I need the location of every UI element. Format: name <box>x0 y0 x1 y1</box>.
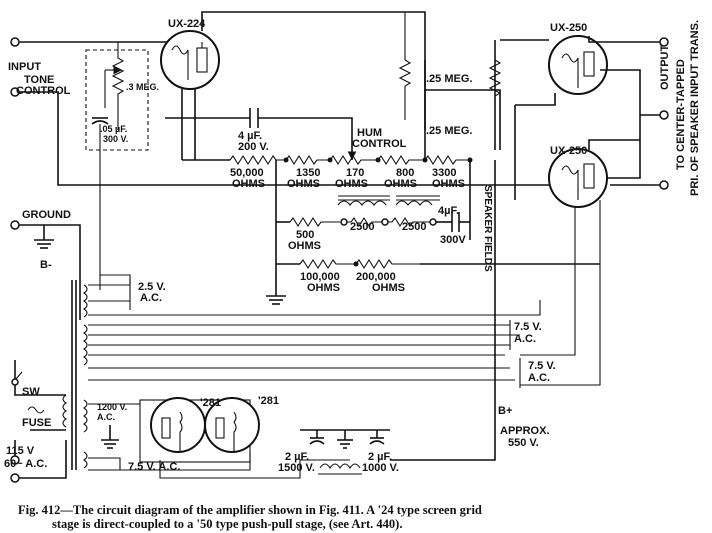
winding-25v-label-2: A.C. <box>140 292 162 304</box>
resistor-50000-label-2: OHMS <box>232 178 265 190</box>
switch-label: SW <box>22 386 40 398</box>
resistor-100000-label-1: 100,000 <box>300 271 340 283</box>
tube-281-left-label: '281 <box>200 397 221 409</box>
b-plus-approx-1: APPROX. <box>500 425 550 437</box>
tone-pot-value: .3 MEG. <box>126 82 159 92</box>
winding-25v-label-1: 2.5 V. <box>138 281 166 293</box>
filter-choke-icon <box>318 463 362 475</box>
fuse-icon <box>27 406 45 414</box>
field-2500-b-label: 2500 <box>402 221 426 233</box>
resistor-500-label-1: 500 <box>296 229 314 241</box>
tube-ux224-envelope <box>160 30 220 90</box>
output-pri-label: PRI. OF SPEAKER INPUT TRANS. <box>689 20 701 196</box>
hum-control-label-1: HUM <box>357 127 382 139</box>
filter-cap-b-label-2: 1000 V. <box>362 462 399 474</box>
resistor-3300 <box>424 154 470 166</box>
tone-control-box <box>85 49 149 151</box>
earth-ground-icon <box>34 225 54 249</box>
tone-cap-value-2: 300 V. <box>103 134 128 144</box>
tube-ux250-bottom-label: UX-250 <box>550 145 587 157</box>
input-terminal-top <box>10 37 20 47</box>
resistor-50000-label-1: 50,000 <box>230 167 264 179</box>
winding-1200v-label-1: 1200 V. <box>97 402 127 412</box>
output-terminal-2 <box>659 110 669 120</box>
winding-1200v-label-2: A.C. <box>97 412 115 422</box>
tube-ux224: UX-224 <box>160 18 220 90</box>
mains-label-2: 60~ A.C. <box>4 458 47 470</box>
winding-75v-c-label: 7.5 V. A.C. <box>128 461 180 473</box>
tone-cap-value-1: .05 µF. <box>100 124 127 134</box>
amplifier-schematic: INPUT TONE CONTROL .3 MEG. .05 µF. 300 V… <box>4 11 701 483</box>
tone-pot-resistor <box>111 42 125 130</box>
resistor-3300-label-1: 3300 <box>432 167 456 179</box>
resistor-800 <box>377 154 425 166</box>
output-to-label: TO CENTER-TAPPED <box>675 59 687 170</box>
resistor-800-label-1: 800 <box>396 167 414 179</box>
filter-cap-a-label-2: 1500 V. <box>278 462 315 474</box>
resistor-1350-label-2: OHMS <box>287 178 320 190</box>
field-cap-label-1: 4µF. <box>438 205 459 217</box>
field-2500-a-label: 2500 <box>350 221 374 233</box>
resistor-170 <box>329 154 378 166</box>
resistor-200000-label-2: OHMS <box>372 282 405 294</box>
winding-75v-a-label-1: 7.5 V. <box>514 321 542 333</box>
winding-75v-b-label-2: A.C. <box>528 372 550 384</box>
mains-label-1: 115 V <box>6 445 35 457</box>
resistor-3300-label-2: OHMS <box>432 178 465 190</box>
output-terminal-1 <box>659 37 669 47</box>
tube-281-left <box>150 397 206 453</box>
winding-75v-a-label-2: A.C. <box>514 333 536 345</box>
speaker-fields-label: SPEAKER FIELDS <box>482 185 493 272</box>
filter-cap-a-label-1: 2 µF. <box>285 451 309 463</box>
tube-ux250-top-label: UX-250 <box>550 22 587 34</box>
output-terminal-3 <box>659 180 669 190</box>
resistor-170-label-1: 170 <box>346 167 364 179</box>
tube-ux224-label: UX-224 <box>168 18 206 30</box>
output-label: OUTPUT <box>659 45 671 91</box>
caption-line-2: stage is direct-coupled to a '50 type pu… <box>52 517 403 531</box>
b-minus-label: B- <box>40 259 52 271</box>
figure-caption: Fig. 412—The circuit diagram of the ampl… <box>18 503 708 531</box>
resistor-170-label-2: OHMS <box>335 178 368 190</box>
resistor-200000-label-1: 200,000 <box>356 271 396 283</box>
mains-terminal-bottom <box>10 473 20 483</box>
power-transformer <box>62 280 88 470</box>
resistor-100000-label-2: OHMS <box>307 282 340 294</box>
input-label: INPUT <box>8 61 41 73</box>
resistor-50000 <box>229 154 286 166</box>
tone-control-label-2: CONTROL <box>16 85 71 97</box>
filter-ground-icon <box>337 430 353 449</box>
resistor-25meg-2: .25 MEG. <box>426 125 472 137</box>
tone-control-label-1: TONE <box>24 74 54 86</box>
resistor-1350-label-1: 1350 <box>296 167 320 179</box>
coupling-cap-label-2: 200 V. <box>238 141 269 153</box>
filter-cap-b-label-1: 2 µF. <box>368 451 392 463</box>
resistor-25meg-1: .25 MEG. <box>426 73 472 85</box>
b-plus-label: B+ <box>498 405 512 417</box>
tube-281-right-label: '281 <box>258 395 279 407</box>
earth-ground-rectifier-icon <box>101 425 119 449</box>
field-cap-label-2: 300V <box>440 234 466 246</box>
ground-terminal <box>10 220 20 230</box>
input-section: INPUT TONE CONTROL .3 MEG. .05 µF. 300 V… <box>8 37 600 290</box>
hum-control-label-2: CONTROL <box>352 138 407 150</box>
tube-281-right <box>204 397 260 453</box>
coupling-cap-label-1: 4 µF. <box>238 130 262 142</box>
fuse-label: FUSE <box>22 417 51 429</box>
chassis-ground-icon <box>266 290 286 305</box>
tube-ux250-bottom <box>548 148 608 208</box>
resistor-100000 <box>299 258 356 270</box>
resistor-1350 <box>285 154 330 166</box>
resistor-500-label-2: OHMS <box>288 240 321 252</box>
winding-75v-b-label-1: 7.5 V. <box>528 360 556 372</box>
caption-line-1: Fig. 412—The circuit diagram of the ampl… <box>18 503 482 517</box>
resistor-500 <box>289 216 340 228</box>
tube-ux250-top <box>548 35 608 95</box>
resistor-200000 <box>355 258 420 270</box>
divider-chain <box>182 154 473 240</box>
resistor-800-label-2: OHMS <box>384 178 417 190</box>
ground-label: GROUND <box>22 209 71 221</box>
b-plus-approx-2: 550 V. <box>508 437 539 449</box>
